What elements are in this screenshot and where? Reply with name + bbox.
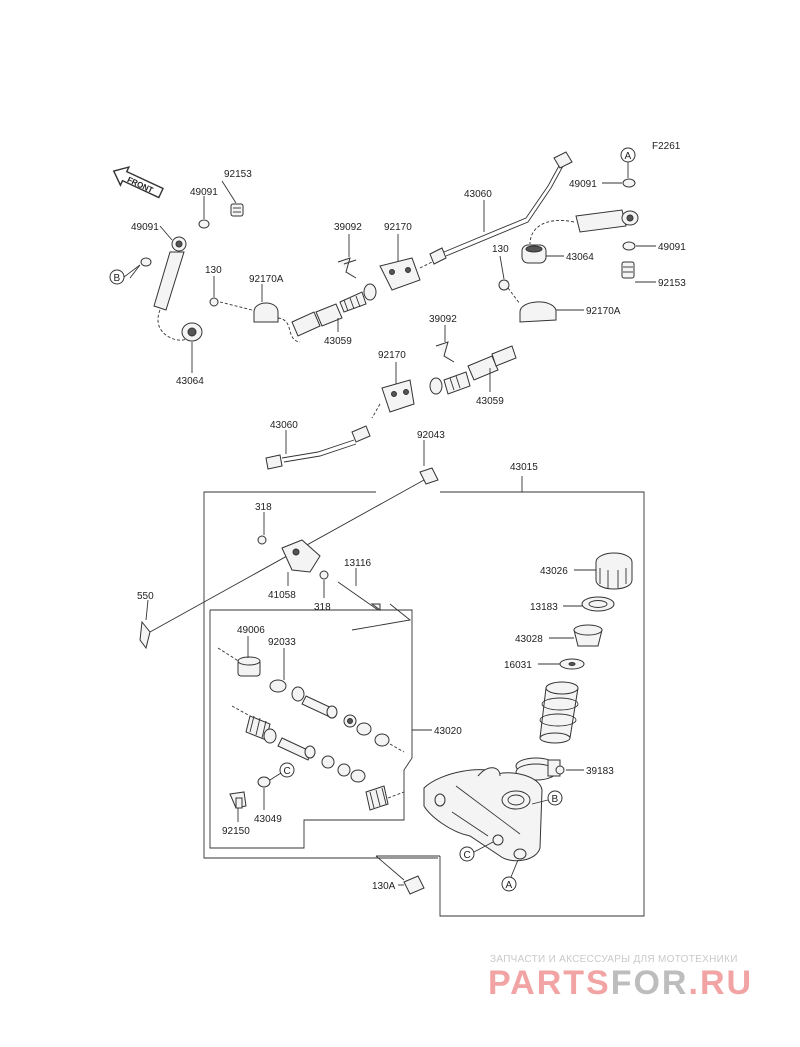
watermark-brand-c: .RU (689, 964, 754, 1002)
watermark-subtitle: ЗАПЧАСТИ И АКСЕССУАРЫ ДЛЯ МОТОТЕХНИКИ (490, 954, 738, 965)
label-13183: 13183 (530, 602, 558, 613)
watermark-brand-a: PARTS (488, 964, 611, 1002)
left-cable-end (140, 203, 301, 343)
label-39092-upper: 39092 (334, 222, 362, 233)
ref-a-body: A (501, 876, 517, 892)
label-92153-top-left: 92153 (224, 169, 252, 180)
label-43015: 43015 (510, 462, 538, 473)
label-318-bottom: 318 (314, 602, 331, 613)
label-41058: 41058 (268, 590, 296, 601)
label-92150: 92150 (222, 826, 250, 837)
label-13116: 13116 (344, 558, 372, 569)
label-43059-lower: 43059 (476, 396, 504, 407)
label-49091-left: 49091 (131, 222, 159, 233)
label-49006: 49006 (237, 625, 265, 636)
label-130-right: 130 (492, 244, 509, 255)
label-43026: 43026 (540, 566, 568, 577)
watermark-brand: PARTSFOR.RU (488, 964, 753, 1002)
ref-c-mid: C (279, 762, 295, 778)
ref-a-top-label: A (625, 151, 632, 162)
upper-cable-assembly (291, 151, 573, 337)
ref-b-left: B (109, 269, 125, 285)
label-43020: 43020 (434, 726, 462, 737)
watermark: ЗАПЧАСТИ И АКСЕССУАРЫ ДЛЯ МОТОТЕХНИКИ PA… (488, 954, 753, 1002)
assembly-frame-43015 (203, 476, 645, 917)
label-92033: 92033 (268, 637, 296, 648)
label-130A: 130A (372, 881, 396, 892)
label-39183: 39183 (586, 766, 614, 777)
label-550: 550 (137, 591, 154, 602)
label-318-top: 318 (255, 502, 272, 513)
ref-a-top: A (620, 147, 636, 163)
label-92153-right: 92153 (658, 278, 686, 289)
label-92170-upper: 92170 (384, 222, 412, 233)
label-43049: 43049 (254, 814, 282, 825)
watermark-brand-b: FOR (611, 964, 689, 1002)
label-43059-upper: 43059 (324, 336, 352, 347)
label-49091-top-left: 49091 (190, 187, 218, 198)
ref-a-body-label: A (506, 880, 513, 891)
label-43028: 43028 (515, 634, 543, 645)
ref-c-body-label: C (464, 850, 471, 861)
label-39092-lower: 39092 (429, 314, 457, 325)
front-arrow-icon: FRONT (112, 166, 164, 199)
label-92170A-right: 92170A (586, 306, 621, 317)
label-92043: 92043 (417, 430, 445, 441)
diagram-code: F2261 (652, 141, 681, 152)
label-49091-top-right: 49091 (569, 179, 597, 190)
label-43064-right: 43064 (566, 252, 594, 263)
lower-cable-assembly (265, 341, 517, 470)
label-49091-right: 49091 (658, 242, 686, 253)
piston-kit-43020 (217, 647, 405, 811)
label-43060-upper: 43060 (464, 189, 492, 200)
ref-c-body: C (459, 846, 475, 862)
ref-b-body: B (547, 790, 563, 806)
label-130-left: 130 (205, 265, 222, 276)
label-43060-lower: 43060 (270, 420, 298, 431)
label-16031: 16031 (504, 660, 532, 671)
ref-b-body-label: B (552, 794, 559, 805)
reservoir-parts (515, 552, 633, 781)
pushrod-assembly (139, 467, 439, 650)
label-92170A-left: 92170A (249, 274, 284, 285)
ref-b-left-label: B (114, 273, 121, 284)
right-cable-end (498, 178, 639, 323)
label-92170-lower: 92170 (378, 350, 406, 361)
label-43064-left: 43064 (176, 376, 204, 387)
ref-c-mid-label: C (284, 766, 291, 777)
master-cylinder-body (375, 767, 543, 895)
